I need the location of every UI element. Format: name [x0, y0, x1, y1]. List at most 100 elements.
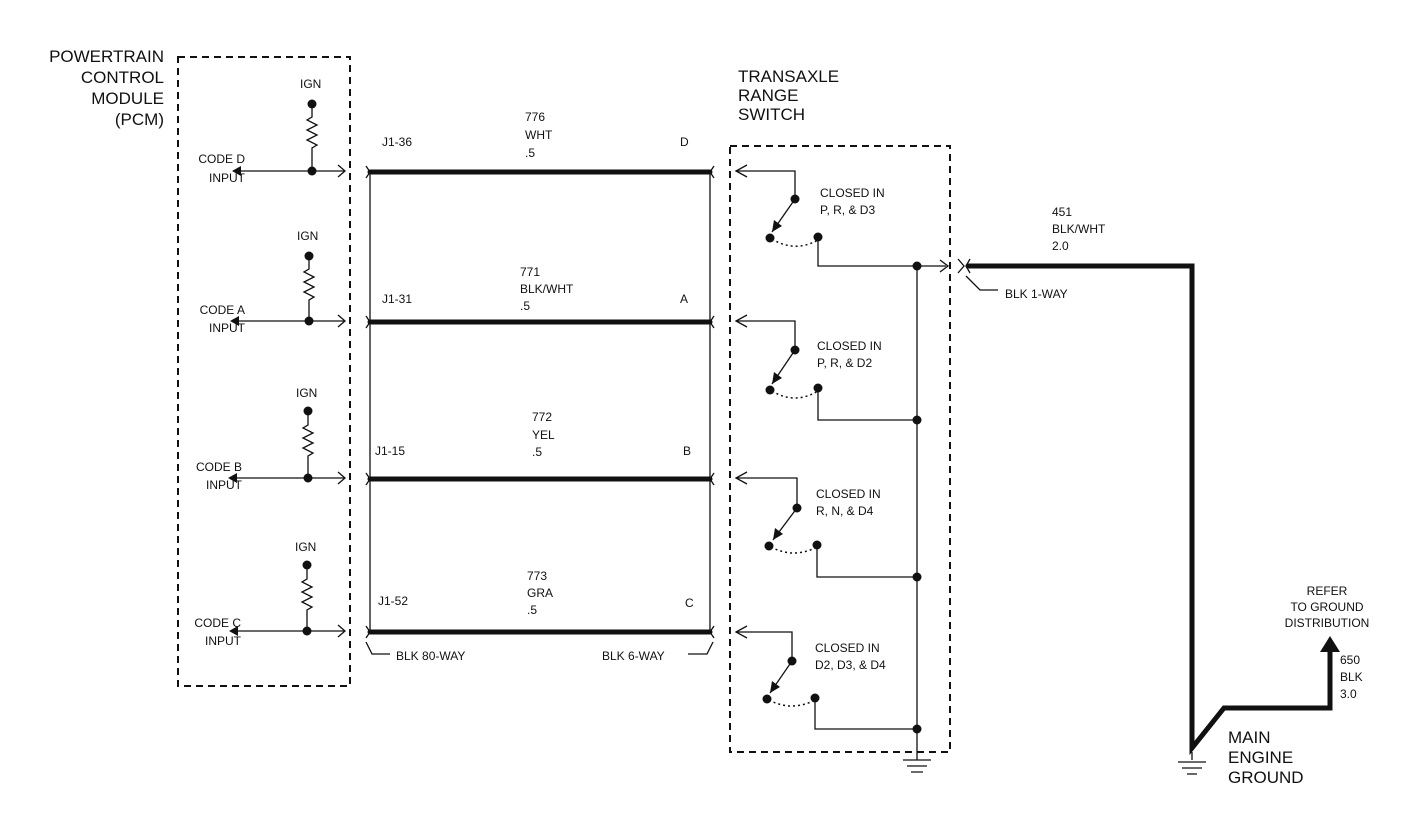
input-arrow: [232, 166, 241, 176]
terminal-label: A: [680, 292, 688, 306]
ground-connector-leader: [965, 275, 998, 291]
wire-size: .5: [525, 146, 535, 160]
bus-node-4: [912, 724, 922, 734]
title-line-3: GROUND: [1228, 768, 1304, 787]
pin-arrow: [337, 314, 346, 328]
switch-contact-3: CLOSED IN R, N, & D4: [734, 471, 917, 578]
dotted-link: [771, 390, 819, 399]
pcm-circuit-b: IGN CODE B INPUT: [196, 386, 346, 492]
pcm-title-line-4: (PCM): [115, 110, 164, 129]
input-label-line-2: INPUT: [206, 478, 243, 492]
wire-number: 771: [520, 265, 540, 279]
ign-label: IGN: [300, 77, 321, 91]
contact-label-line-1: CLOSED IN: [817, 339, 882, 353]
contact-label-line-2: D2, D3, & D4: [815, 658, 886, 672]
wire-size: .5: [527, 603, 537, 617]
pin-label: J1-36: [382, 135, 412, 149]
wire-number: 650: [1340, 653, 1360, 667]
case-ground-icon: [903, 759, 931, 773]
pcm-boundary: [177, 56, 351, 687]
pcm-title-line-3: MODULE: [91, 89, 164, 108]
engine-ground-icon: [1178, 752, 1206, 775]
title-line-2: ENGINE: [1228, 748, 1293, 767]
wire-number: 772: [532, 410, 552, 424]
wire-color: YEL: [532, 428, 555, 442]
dotted-link: [770, 546, 818, 554]
terminal-label: B: [683, 444, 691, 458]
wire-size: .5: [532, 445, 542, 459]
ground-connector-label: BLK 1-WAY: [1005, 287, 1068, 301]
switch-contact-2: CLOSED IN P, R, & D2: [734, 314, 917, 421]
ground-lead: [814, 698, 917, 730]
wire-number: 776: [525, 110, 545, 124]
input-label-line-1: CODE D: [198, 152, 245, 166]
ground-wire-labels: 451 BLK/WHT 2.0: [1052, 205, 1106, 253]
wire-size: .5: [520, 299, 530, 313]
bus-arrow: [939, 259, 950, 273]
pin-arrow: [337, 164, 346, 178]
input-label-line-2: INPUT: [205, 634, 242, 648]
circuit-labels-c: J1-52 773 GRA .5 C: [378, 569, 694, 617]
lead: [736, 170, 796, 198]
pin-label: J1-52: [378, 594, 408, 608]
switch-title-line-2: RANGE: [738, 86, 798, 105]
dotted-link: [768, 699, 816, 707]
arm-arrow: [772, 220, 782, 232]
ground-wire-451: [965, 263, 1333, 756]
circuit-labels-d: J1-36 776 WHT .5 D: [382, 110, 689, 160]
contact-label-line-2: P, R, & D3: [820, 203, 875, 217]
pcm-title-line-2: CONTROL: [81, 68, 164, 87]
connector-right-label: BLK 6-WAY: [602, 649, 665, 663]
input-label-line-1: CODE A: [200, 303, 245, 317]
pivot-dot: [765, 385, 775, 395]
bus-node-3: [912, 572, 922, 582]
input-label-line-1: CODE C: [194, 616, 241, 630]
terminal-label: C: [685, 596, 694, 610]
refer-line-1: REFER: [1307, 584, 1348, 598]
refer-note: REFER TO GROUND DISTRIBUTION: [1285, 584, 1370, 630]
pullup-resistor: [305, 104, 319, 171]
refer-line-3: DISTRIBUTION: [1285, 616, 1370, 630]
contact-label-line-1: CLOSED IN: [815, 641, 880, 655]
pivot-dot: [764, 541, 774, 551]
wire-number: 773: [527, 569, 547, 583]
input-arrow: [229, 626, 238, 636]
ign-label: IGN: [296, 386, 317, 400]
dotted-link: [771, 238, 819, 247]
contact-label-line-2: P, R, & D2: [817, 356, 872, 370]
ground-lead: [817, 388, 917, 421]
pcm-circuit-d: IGN CODE D INPUT: [198, 77, 346, 185]
pcm-circuit-c: IGN CODE C INPUT: [194, 540, 346, 648]
wire-color: GRA: [527, 586, 553, 600]
input-arrow: [228, 473, 237, 483]
circuit-labels-b: J1-15 772 YEL .5 B: [375, 410, 691, 459]
switch-title-line-3: SWITCH: [738, 105, 805, 124]
ground-connector-mark: [957, 258, 971, 274]
pivot-dot: [765, 233, 775, 243]
input-label-line-2: INPUT: [209, 171, 246, 185]
terminal-label: D: [680, 135, 689, 149]
lead: [736, 477, 798, 505]
arm-arrow: [773, 528, 783, 540]
pin-label: J1-15: [375, 444, 405, 458]
ign-label: IGN: [295, 540, 316, 554]
pullup-resistor: [302, 256, 316, 321]
main-engine-ground-title: MAIN ENGINE GROUND: [1228, 728, 1304, 787]
ign-label: IGN: [297, 229, 318, 243]
connector-end-marks: [365, 165, 715, 639]
contact-label-line-1: CLOSED IN: [816, 487, 881, 501]
pin-label: J1-31: [382, 292, 412, 306]
pullup-resistor: [301, 411, 315, 478]
engine-ground-wire-labels: 650 BLK 3.0: [1340, 653, 1363, 701]
pcm-circuit-a: IGN CODE A INPUT: [200, 229, 346, 335]
input-arrow: [230, 316, 239, 326]
title-line-1: MAIN: [1228, 728, 1271, 747]
lead: [736, 320, 796, 347]
harness-wires: [365, 165, 715, 639]
connector-left-bracket: [365, 641, 390, 655]
pin-arrow: [337, 624, 346, 638]
connector-left-label: BLK 80-WAY: [396, 649, 465, 663]
lead: [736, 631, 793, 658]
arm-arrow: [772, 372, 782, 384]
